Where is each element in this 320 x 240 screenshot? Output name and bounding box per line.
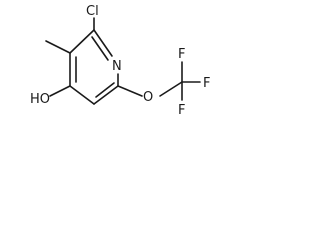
- bond-c5-c6-double: [95, 82, 115, 98]
- atom-label-hydroxyl: HO: [30, 92, 50, 107]
- bond-n1-c2: [93, 29, 113, 57]
- molecule-structure: Cl N HO O F F F: [0, 0, 234, 138]
- bond-o-cf3: [159, 81, 183, 97]
- structure-drawing: Cl N HO O F F F: [30, 4, 210, 118]
- bond-c6-o: [117, 85, 143, 97]
- bond-c2-c3: [69, 29, 95, 54]
- bond-n1-c2-double: [91, 36, 109, 61]
- atom-label-fluorine-right: F: [203, 76, 210, 91]
- atom-label-chlorine: Cl: [86, 4, 99, 19]
- bond-c4-c5: [69, 85, 95, 105]
- bond-c3-methyl: [45, 40, 71, 54]
- bond-c5-c6: [93, 85, 119, 105]
- atom-label-nitrogen: N: [112, 59, 122, 74]
- atom-label-oxygen: O: [143, 90, 153, 105]
- atom-label-fluorine-top: F: [178, 47, 185, 62]
- atom-label-fluorine-bottom: F: [178, 103, 185, 118]
- bond-c4-oh: [49, 85, 71, 97]
